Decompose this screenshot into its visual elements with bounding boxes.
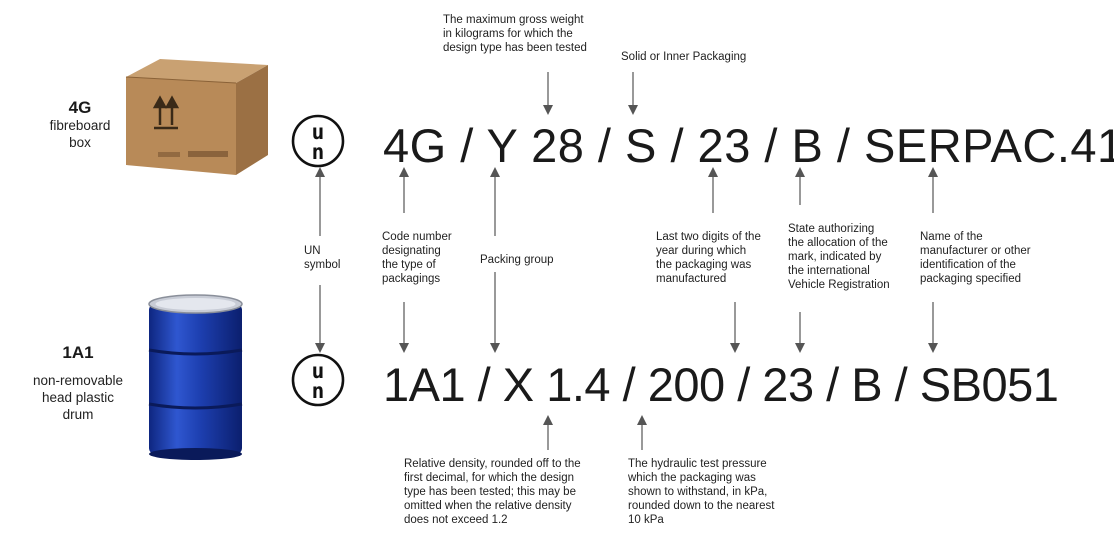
box-description-line: box [69, 135, 91, 150]
annotation-manufacturer: Name of the manufacturer or other identi… [920, 231, 1031, 285]
drum-un-mark: 1A1 / X 1.4 / 200 / 23 / B / SB051 [383, 358, 1059, 411]
box-description-line: fibreboard [49, 118, 111, 133]
box-code-label: 4G [68, 98, 92, 117]
annotation-state-authorizing: State authorizing the allocation of the … [788, 223, 890, 291]
box-un-mark: 4G / Y 28 / S / 23 / B / SERPAC.412 [383, 119, 1114, 172]
drum-description-line: non-removable [32, 373, 124, 388]
annotation-solid-inner: Solid or Inner Packaging [621, 51, 747, 63]
annotation-last-two-digits: Last two digits of the year during which… [656, 231, 761, 285]
annotation-un-symbol: UN symbol [304, 245, 341, 271]
annotation-code-number: Code number designating the type of pack… [382, 231, 452, 285]
un-symbol-icon: u n [290, 352, 346, 408]
un-symbol-letter-n: n [312, 140, 325, 164]
un-symbol-icon: u n [290, 113, 346, 169]
drum-description-line: drum [62, 407, 94, 422]
annotation-packing-group: Packing group [480, 254, 554, 266]
drum-description-line: head plastic [41, 390, 115, 405]
annotation-relative-density: Relative density, rounded off to the fir… [404, 458, 581, 526]
un-symbol-letter-n: n [312, 379, 325, 403]
un-symbol-letter-u: u [312, 359, 325, 383]
un-symbol-letter-u: u [312, 120, 325, 144]
this-way-up-arrows-icon [152, 95, 180, 130]
steel-drum-image [143, 292, 248, 462]
fibreboard-box-image [118, 55, 278, 180]
annotation-max-gross-weight: The maximum gross weight in kilograms fo… [443, 14, 587, 54]
drum-code-label: 1A1 [62, 343, 94, 362]
annotation-hydraulic-pressure: The hydraulic test pressure which the pa… [628, 458, 775, 526]
